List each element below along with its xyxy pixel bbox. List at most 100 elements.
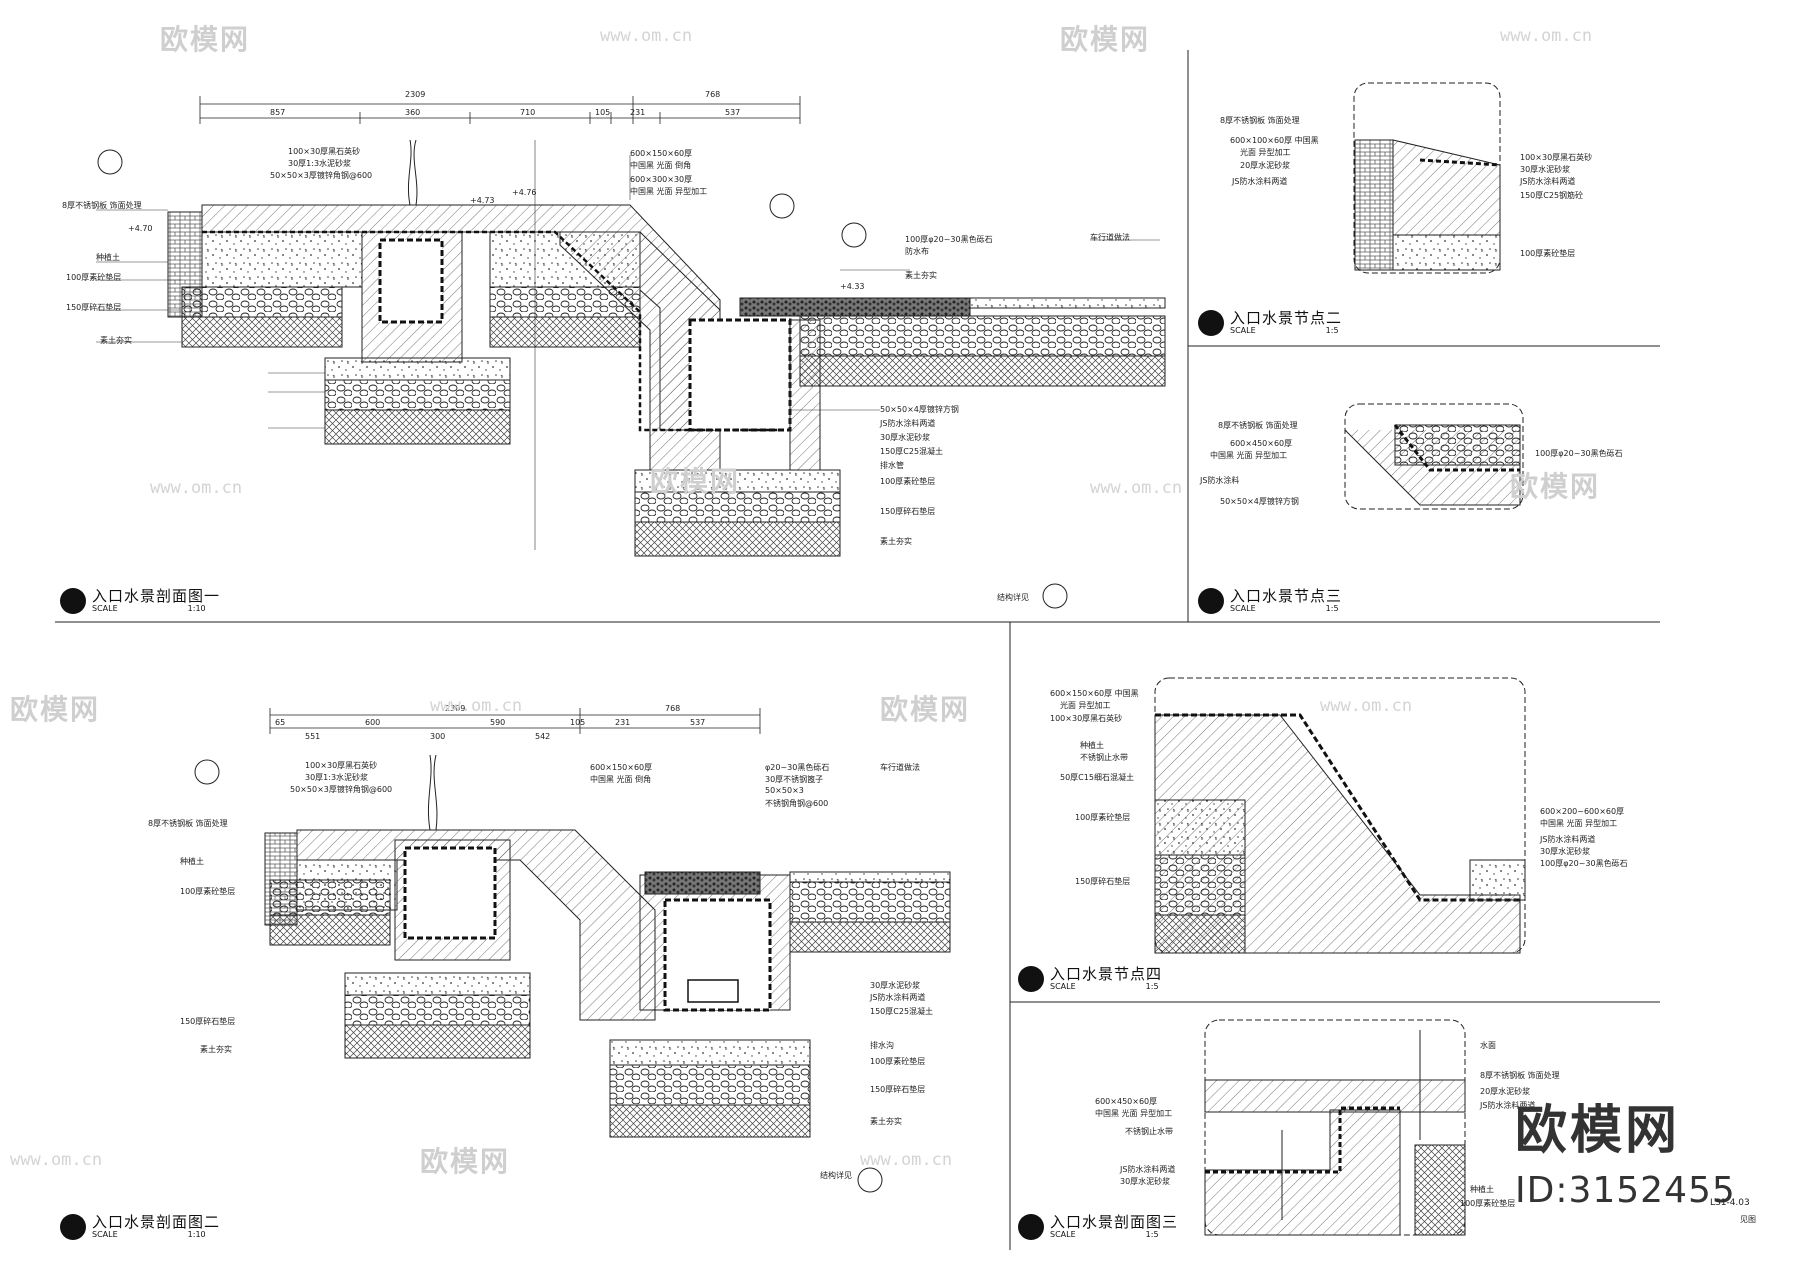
s2-label-4: 种植土 — [180, 857, 204, 866]
s1-label-4: 种植土 — [96, 253, 120, 262]
scale-label: SCALE — [1050, 1229, 1076, 1239]
n4-label-7: 150厚碎石垫层 — [1075, 877, 1131, 886]
s1-label-12: 100厚φ20~30黑色砾石 — [905, 235, 993, 244]
n2-label-0: 8厚不锈钢板 饰面处理 — [1220, 116, 1300, 125]
s1-label-8: 600×150×60厚 — [630, 149, 693, 158]
dim-s2-part-4: 300 — [430, 732, 446, 741]
title-dot — [60, 1214, 86, 1240]
n4-label-2: 100×30厚黑石英砂 — [1050, 714, 1123, 723]
watermark-logo: 欧模网 — [1060, 23, 1151, 56]
n2-label-1: 600×100×60厚 中国黑 — [1230, 136, 1319, 145]
s2-label-8: 600×150×60厚 — [590, 763, 653, 772]
node-4-drawing — [1154, 677, 1526, 954]
s2-label-15: 30厚水泥砂浆 — [870, 981, 921, 990]
node-2-drawing — [1353, 82, 1501, 274]
n4-label-5: 50厚C15细石混凝土 — [1060, 773, 1134, 782]
title-dot — [1018, 1214, 1044, 1240]
s3-label-9: 种植土 — [1470, 1185, 1494, 1194]
watermark-logo: 欧模网 — [1510, 470, 1601, 503]
sheet-note: 见图 — [1740, 1215, 1756, 1224]
s2-label-11: 30厚不锈钢篦子 — [765, 775, 824, 784]
s1-label-22: 150厚碎石垫层 — [880, 507, 936, 516]
dim-s1-part-2: 360 — [405, 108, 421, 117]
watermark-url: www.om.cn — [1500, 26, 1593, 46]
s3-label-7: JS防水涂料两道 — [1120, 1165, 1176, 1174]
s3-label-10: 100厚素砼垫层 — [1460, 1199, 1516, 1208]
watermark-id: ID:3152455 — [1515, 1170, 1736, 1211]
dim-s1-part-3: 710 — [520, 108, 536, 117]
s3-label-5: 中国黑 光面 异型加工 — [1095, 1109, 1173, 1118]
watermark-url: www.om.cn — [600, 26, 693, 46]
watermark-url: www.om.cn — [10, 1150, 103, 1170]
s1-label-19: 150厚C25混凝土 — [880, 447, 944, 456]
title-node-2: 入口水景节点二 SCALE 1:5 — [1198, 310, 1342, 336]
s1-label-14: 素土夯实 — [905, 271, 937, 280]
title-node-4: 入口水景节点四 SCALE 1:5 — [1018, 966, 1162, 992]
section-1-drawing — [96, 96, 1166, 609]
s1-label-24: 结构详见 — [997, 593, 1029, 602]
scale-value: 1:5 — [1145, 981, 1159, 991]
title-name: 入口水景节点四 — [1050, 964, 1163, 983]
n3-label-3: JS防水涂料 — [1200, 476, 1240, 485]
dim-s2-part-8: 231 — [615, 718, 631, 727]
s2-label-19: 100厚素砼垫层 — [870, 1057, 926, 1066]
title-name: 入口水景剖面图三 — [1050, 1212, 1179, 1231]
watermark-logo: 欧模网 — [160, 23, 251, 56]
scale-value: 1:5 — [1325, 325, 1339, 335]
s2-label-22: 结构详见 — [820, 1171, 852, 1180]
title-node-3: 入口水景节点三 SCALE 1:5 — [1198, 588, 1342, 614]
s1-label-3: 8厚不锈钢板 饰面处理 — [62, 201, 142, 210]
title-name: 入口水景节点二 — [1230, 308, 1343, 327]
s2-label-16: JS防水涂料两道 — [870, 993, 926, 1002]
n2-label-5: 100×30厚黑石英砂 — [1520, 153, 1593, 162]
elevation-1: +4.70 — [128, 224, 153, 233]
s2-label-5: 100厚素砼垫层 — [180, 887, 236, 896]
dim-s1-part-1: 857 — [270, 108, 286, 117]
s1-label-1: 30厚1:3水泥砂浆 — [288, 159, 352, 168]
title-dot — [1018, 966, 1044, 992]
s3-label-8: 30厚水泥砂浆 — [1120, 1177, 1171, 1186]
s1-label-20: 排水管 — [880, 461, 904, 470]
n3-label-2: 中国黑 光面 异型加工 — [1210, 451, 1288, 460]
watermark-big-logo: 欧模网 — [1515, 1101, 1681, 1161]
dim-s2-part-2: 551 — [305, 732, 321, 741]
watermark-url: www.om.cn — [1320, 696, 1413, 716]
title-name: 入口水景节点三 — [1230, 586, 1343, 605]
s1-label-17: JS防水涂料两道 — [880, 419, 936, 428]
s1-label-13: 防水布 — [905, 247, 929, 256]
scale-label: SCALE — [1230, 603, 1256, 613]
s1-label-21: 100厚素砼垫层 — [880, 477, 936, 486]
n4-label-8: 600×200~600×60厚 — [1540, 807, 1625, 816]
s3-label-6: 不锈钢止水带 — [1125, 1127, 1173, 1136]
n4-label-1: 光面 异型加工 — [1060, 701, 1111, 710]
n2-label-6: 30厚水泥砂浆 — [1520, 165, 1571, 174]
n4-label-4: 不锈钢止水带 — [1080, 753, 1128, 762]
scale-label: SCALE — [1050, 981, 1076, 991]
s1-label-10: 600×300×30厚 — [630, 175, 693, 184]
scale-value: 1:5 — [1145, 1229, 1159, 1239]
s1-label-0: 100×30厚黑石英砂 — [288, 147, 361, 156]
dim-s1-part-4: 105 — [595, 108, 611, 117]
s2-label-20: 150厚碎石垫层 — [870, 1085, 926, 1094]
watermark-url: www.om.cn — [1090, 478, 1183, 498]
s2-label-2: 50×50×3厚镀锌角钢@600 — [290, 785, 393, 794]
watermark-url: www.om.cn — [860, 1150, 953, 1170]
s2-label-14: 车行道做法 — [880, 763, 920, 772]
title-dot — [1198, 588, 1224, 614]
s1-label-9: 中国黑 光面 倒角 — [630, 161, 692, 170]
dim-s2-total-1: 2309 — [445, 704, 466, 713]
dim-s2-part-7: 105 — [570, 718, 586, 727]
n4-label-6: 100厚素砼垫层 — [1075, 813, 1131, 822]
n3-label-0: 8厚不锈钢板 饰面处理 — [1218, 421, 1298, 430]
watermark-logo: 欧模网 — [880, 693, 971, 726]
n2-label-3: 20厚水泥砂浆 — [1240, 161, 1291, 170]
n4-label-10: JS防水涂料两道 — [1540, 835, 1596, 844]
watermark-logo: 欧模网 — [650, 465, 741, 498]
dim-s1-total-2: 768 — [705, 90, 721, 99]
title-name: 入口水景剖面图二 — [92, 1212, 221, 1231]
scale-label: SCALE — [1230, 325, 1256, 335]
dim-s2-total-2: 768 — [665, 704, 681, 713]
scale-value: 1:5 — [1325, 603, 1339, 613]
s3-label-0: 水面 — [1480, 1041, 1496, 1050]
